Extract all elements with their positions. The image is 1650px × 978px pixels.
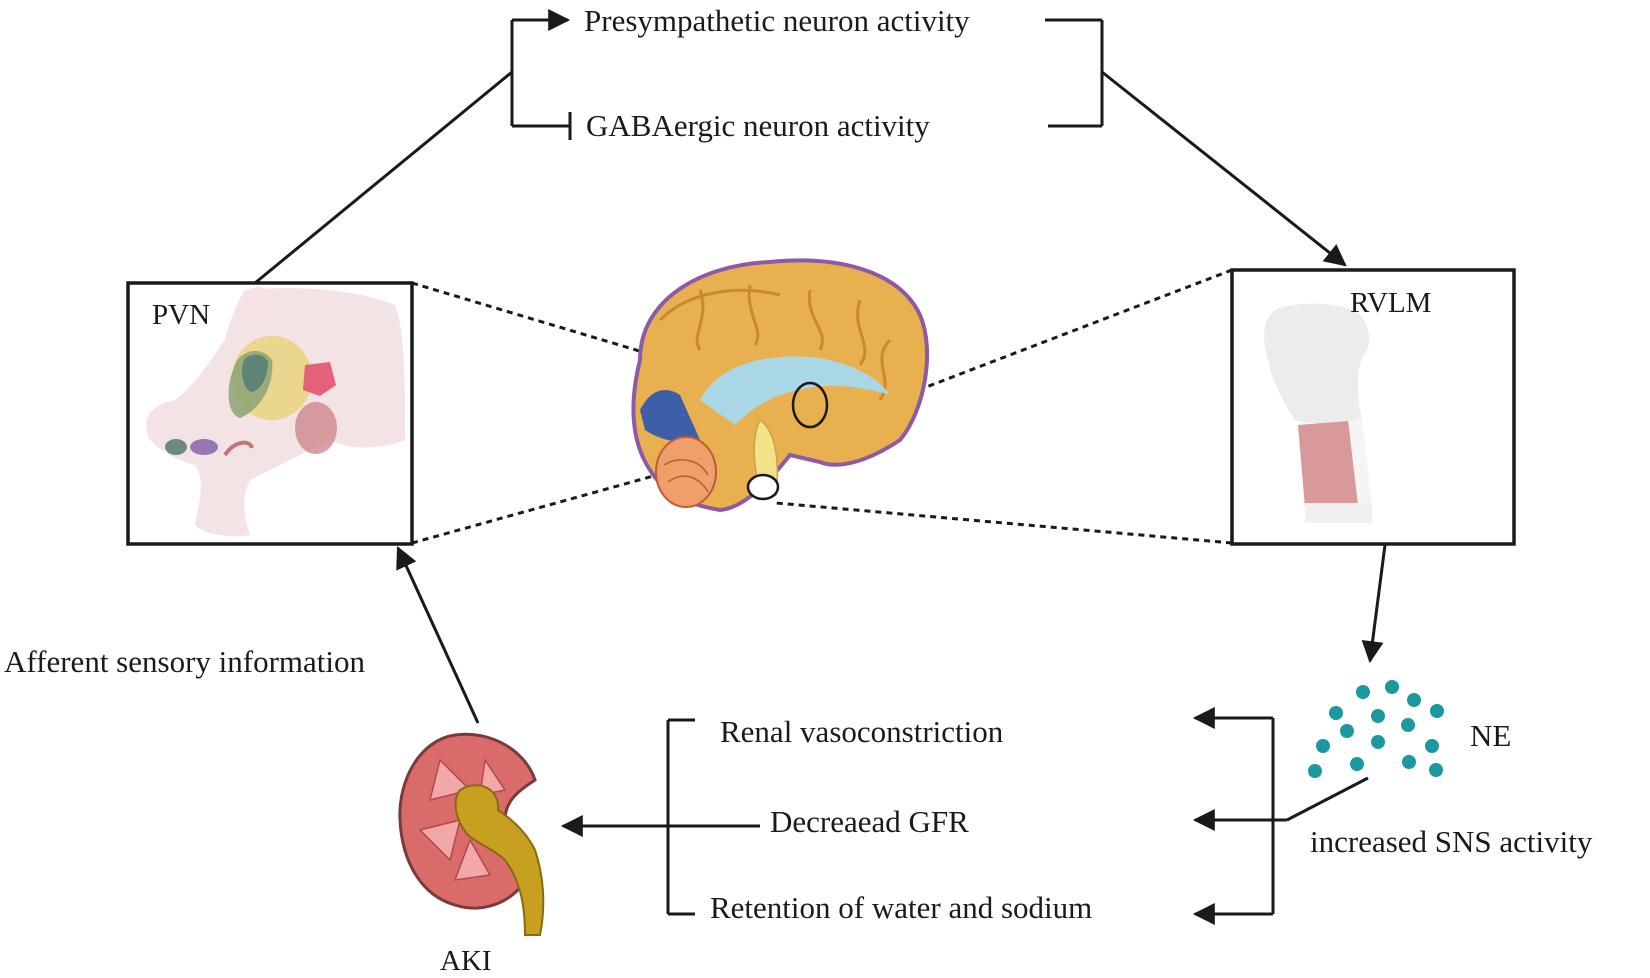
rvlm-zoom-line-bottom [775,501,1233,545]
ne-dot [1350,757,1364,771]
ne-dot [1371,709,1385,723]
ne-connector-line [1286,776,1369,822]
hypothalamus-illustration [146,287,405,537]
ne-dot [1407,693,1421,707]
retention-label: Retention of water and sodium [710,890,1092,925]
ne-dot [1425,739,1439,753]
bracket-to-rvlm-arrow [1101,70,1347,267]
increased-sns-label: increased SNS activity [1310,824,1593,859]
rvlm-to-ne-arrow [1361,544,1387,664]
ne-dot [1329,706,1343,720]
ne-dot [1371,735,1385,749]
rvlm-label: RVLM [1350,287,1431,319]
ne-dot [1429,763,1443,777]
top-pathway: Presympathetic neuron activity GABAergic… [254,3,1347,285]
ne-dot [1340,724,1354,738]
ne-dot [1430,704,1444,718]
ne-molecules [1308,680,1444,778]
gabaergic-label: GABAergic neuron activity [586,108,930,143]
ne-label: NE [1470,718,1511,753]
kidney-bracket [560,718,760,916]
pvn-to-bracket-line [254,70,513,285]
sns-effects-bracket [1192,707,1287,925]
kidney-illustration [398,732,545,936]
brainstem-illustration [1264,303,1372,523]
pvn-location-circle [791,381,829,429]
rvlm-location-circle [746,473,780,501]
ne-dot [1308,764,1322,778]
ne-dot [1402,755,1416,769]
ne-dot [1316,739,1330,753]
afferent-label: Afferent sensory information [4,644,365,679]
ne-dot [1356,685,1370,699]
pvn-panel: PVN [126,281,414,546]
aki-label: AKI [440,945,492,977]
presympathetic-label: Presympathetic neuron activity [584,3,970,38]
renal-vasoconstriction-label: Renal vasoconstriction [720,714,1004,749]
ne-dot [1385,680,1399,694]
rvlm-panel: RVLM [1230,268,1516,546]
rvlm-zoom-line-top [813,268,1233,432]
decreased-gfr-label: Decreaead GFR [770,804,969,839]
ne-dot [1401,718,1415,732]
pvn-label: PVN [152,299,210,331]
brain-illustration [631,258,930,513]
kidney-to-pvn-arrow [396,545,480,724]
